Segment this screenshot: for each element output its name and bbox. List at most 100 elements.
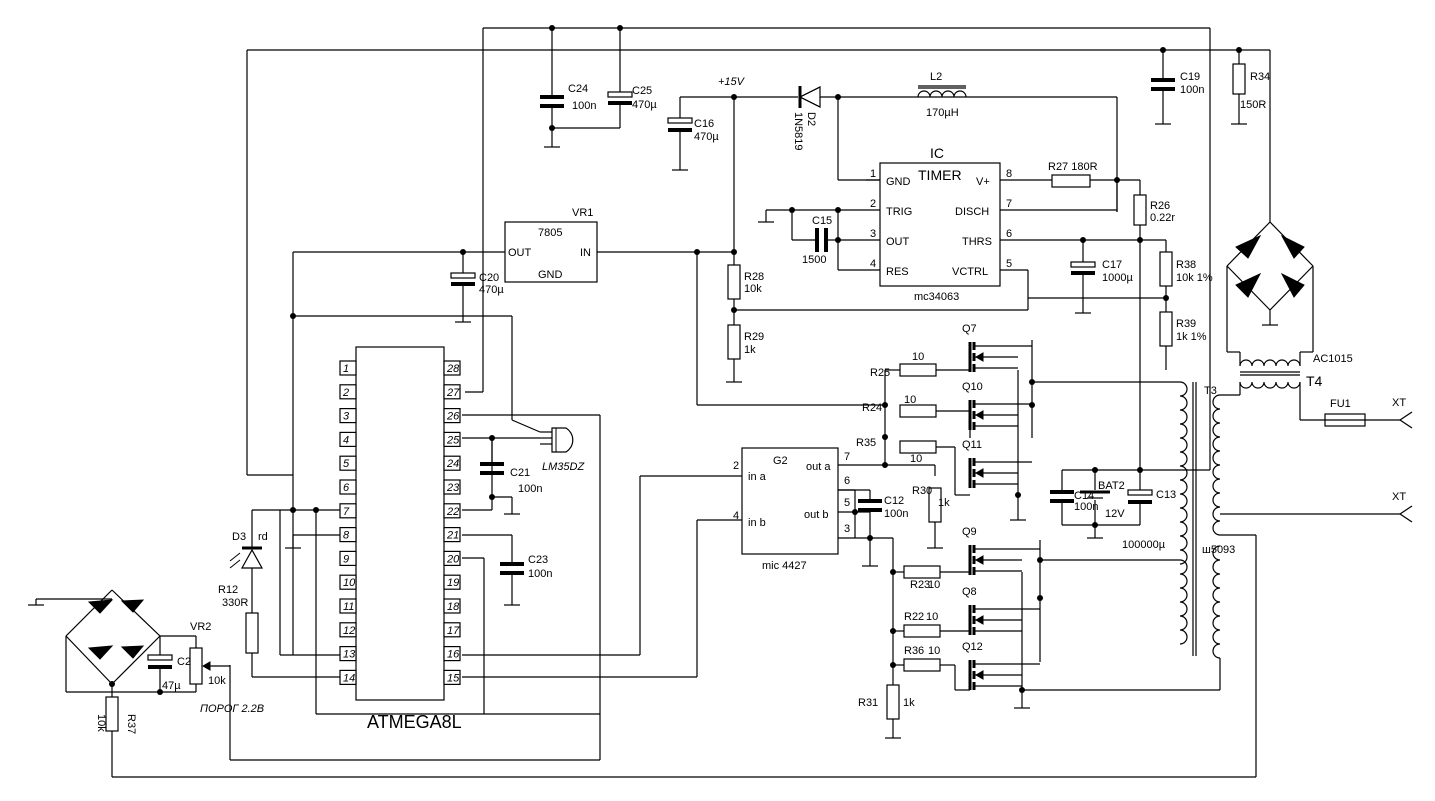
mcu-pins: 1234567891011121314282726252423222120191… bbox=[339, 360, 461, 686]
g2-out-a: out a bbox=[806, 461, 831, 473]
timer-out: OUT bbox=[886, 236, 910, 248]
r37-ref: R37 bbox=[125, 714, 137, 734]
mcu-pin-box-right-1 bbox=[443, 384, 461, 400]
mcu-pin-box-left-5 bbox=[339, 479, 357, 495]
divider-r28-r29: R28 10k R29 1k bbox=[726, 249, 764, 383]
mcu-pin-label-right-10: 18 bbox=[447, 601, 460, 613]
transformer-t3: T3 ш5093 bbox=[1179, 381, 1257, 777]
mosfet-q9-ref: Q9 bbox=[962, 526, 977, 538]
resistor-r34: R34 150R bbox=[1231, 50, 1270, 125]
mcu-pin-label-left-2: 3 bbox=[343, 411, 350, 423]
r29-ref: R29 bbox=[744, 331, 764, 343]
g2-pin3: 3 bbox=[844, 523, 850, 535]
mcu-pin-box-left-0 bbox=[339, 360, 357, 376]
capacitor-c12: C12 100n bbox=[838, 489, 908, 567]
timer-thrs: THRS bbox=[962, 236, 992, 248]
mcu-pin-label-right-9: 19 bbox=[447, 577, 459, 589]
timer-gnd: GND bbox=[886, 176, 911, 188]
mcu-pin-label-right-6: 22 bbox=[446, 506, 459, 518]
t4-part: AC1015 bbox=[1313, 353, 1353, 365]
resistor-r23: R23 10 bbox=[893, 545, 971, 591]
vr1-out: OUT bbox=[508, 247, 532, 259]
c12-ref: C12 bbox=[884, 495, 904, 507]
mcu-pin-box-left-6 bbox=[339, 503, 357, 519]
resistor-r22: R22 10 bbox=[893, 605, 971, 638]
resistor-r31: R31 1k bbox=[858, 665, 915, 739]
capacitor-c15: C15 1500 bbox=[802, 215, 838, 266]
timer-part: mc34063 bbox=[914, 291, 959, 303]
capacitor-c21: C21 100n bbox=[480, 438, 542, 495]
xt-top-label: XT bbox=[1392, 397, 1406, 409]
temp-sensor-lm35dz: LM35DZ bbox=[540, 427, 585, 473]
mcu-pin-label-left-6: 7 bbox=[343, 506, 350, 518]
mcu-pin-box-left-1 bbox=[339, 384, 357, 400]
timer-res: RES bbox=[886, 266, 909, 278]
resistor-r35: R35 10 bbox=[856, 437, 970, 496]
mcu-pin-box-right-9 bbox=[443, 574, 461, 590]
r34-ref: R34 bbox=[1250, 71, 1270, 83]
r30-ref: R30 bbox=[912, 485, 932, 497]
mcu-pin-label-right-1: 27 bbox=[446, 387, 460, 399]
c12-value: 100n bbox=[884, 508, 908, 520]
mcu-pin-box-right-2 bbox=[443, 408, 461, 424]
capacitor-c2: C2 47µ bbox=[147, 636, 191, 695]
g2-in-a: in a bbox=[748, 471, 767, 483]
r35-ref: R35 bbox=[856, 437, 876, 449]
threshold-note: ПОРОГ 2.2В bbox=[200, 703, 264, 715]
mcu-pin-box-right-7 bbox=[443, 526, 461, 543]
r38-value: 10k 1% bbox=[1176, 272, 1213, 284]
t4-ref: T4 bbox=[1306, 373, 1323, 389]
mcu-pin-label-left-10: 11 bbox=[343, 601, 354, 613]
connector-xt-bottom: XT bbox=[1220, 491, 1413, 523]
battery-section: C14 100n BAT2 12V C13 100000µ bbox=[1050, 467, 1176, 551]
r26-ref: R26 bbox=[1150, 200, 1170, 212]
r25-value: 10 bbox=[912, 351, 924, 363]
led-d3: D3 rd bbox=[229, 509, 280, 613]
bridge-left bbox=[28, 589, 196, 697]
timer-pin7: 7 bbox=[1006, 198, 1012, 210]
mcu-pin-label-left-11: 12 bbox=[343, 625, 355, 637]
timer-name: TIMER bbox=[918, 167, 962, 183]
r35-value: 10 bbox=[910, 453, 922, 465]
mcu-pin-label-right-2: 26 bbox=[446, 411, 460, 423]
mcu-pin-label-left-13: 14 bbox=[343, 672, 355, 684]
c23-ref: C23 bbox=[528, 554, 548, 566]
c2-ref: C2 bbox=[177, 656, 191, 668]
resistor-r12: R12 330R bbox=[218, 584, 259, 677]
fuse-fu1: FU1 bbox=[1324, 398, 1400, 427]
c24-value: 100n bbox=[572, 100, 596, 112]
mcu-pin-box-right-3 bbox=[443, 431, 461, 447]
c15-value: 1500 bbox=[802, 254, 826, 266]
mcu-pin-box-right-12 bbox=[443, 645, 461, 662]
c23-value: 100n bbox=[528, 568, 552, 580]
timer-pin8: 8 bbox=[1006, 168, 1012, 180]
timer-pin1: 1 bbox=[870, 168, 876, 180]
timer-pin5: 5 bbox=[1006, 258, 1012, 270]
c20-value: 470µ bbox=[479, 284, 504, 296]
bat2-ref: BAT2 bbox=[1098, 480, 1125, 492]
r28-value: 10k bbox=[744, 283, 762, 295]
c13-value: 100000µ bbox=[1122, 539, 1166, 551]
capacitor-c16: C16 470µ bbox=[667, 117, 719, 171]
c17-ref: C17 bbox=[1102, 259, 1122, 271]
timer-pin4: 4 bbox=[870, 258, 876, 270]
capacitor-c17: C17 1000µ bbox=[1070, 237, 1133, 314]
r31-ref: R31 bbox=[858, 697, 878, 709]
t3-part: ш5093 bbox=[1202, 544, 1235, 556]
mosfet-q9-arrow bbox=[974, 555, 984, 565]
c19-value: 100n bbox=[1180, 84, 1204, 96]
mcu-pin-label-right-3: 25 bbox=[446, 434, 460, 446]
capacitor-c24: C24 100n bbox=[540, 28, 620, 148]
r28-ref: R28 bbox=[744, 271, 764, 283]
mosfet-q11-arrow bbox=[974, 468, 984, 478]
g2-in-b: in b bbox=[748, 517, 766, 529]
vr2-value: 10k bbox=[208, 675, 226, 687]
g2-pin6: 6 bbox=[844, 475, 850, 487]
r34-value: 150R bbox=[1240, 99, 1266, 111]
transformer-t4: AC1015 T4 bbox=[1239, 352, 1353, 421]
g2-ref: G2 bbox=[773, 455, 788, 467]
r12-value: 330R bbox=[222, 597, 248, 609]
lm35-ref: LM35DZ bbox=[542, 461, 585, 473]
mcu-pin-box-left-2 bbox=[339, 408, 357, 424]
g2-pin7: 7 bbox=[844, 451, 850, 463]
